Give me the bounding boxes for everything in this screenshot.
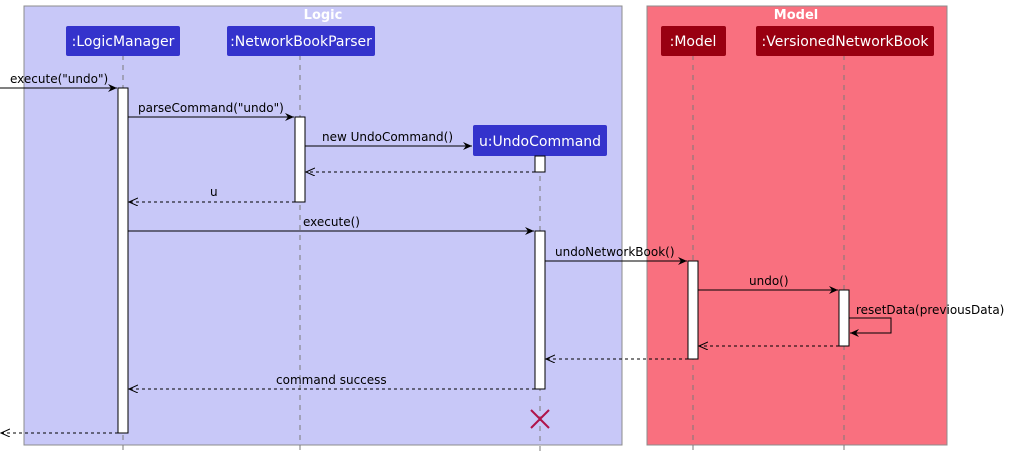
versioned-network-book-participant: :VersionedNetworkBook	[756, 26, 934, 56]
message-undo: undo()	[698, 274, 838, 294]
svg-text:resetData(previousData): resetData(previousData)	[856, 303, 1004, 317]
svg-text:parseCommand("undo"): parseCommand("undo")	[138, 101, 284, 115]
message-new-undo-command: new UndoCommand()	[305, 130, 472, 150]
parser-activation	[294, 116, 306, 203]
model-group: Model	[646, 5, 948, 446]
logic-manager-label: :LogicManager	[72, 34, 175, 50]
return-u: u	[129, 185, 295, 202]
svg-text:new UndoCommand(): new UndoCommand()	[322, 130, 453, 144]
undo-command-participant: u:UndoCommand	[473, 125, 607, 156]
undo-command-execute-activation	[534, 230, 546, 390]
logic-group-title: Logic	[304, 8, 343, 23]
return-command-success: command success	[129, 373, 535, 389]
svg-text:execute("undo"): execute("undo")	[10, 72, 108, 86]
versioned-network-book-label: :VersionedNetworkBook	[762, 34, 930, 50]
model-activation	[687, 260, 699, 360]
svg-text:undo(): undo()	[749, 274, 789, 288]
model-participant: :Model	[661, 26, 726, 56]
svg-text:undoNetworkBook(): undoNetworkBook()	[555, 245, 675, 259]
undo-command-constructor-activation	[534, 155, 546, 173]
logic-manager-participant: :LogicManager	[66, 26, 180, 56]
message-execute-undo: execute("undo")	[0, 72, 117, 92]
message-undo-network-book: undoNetworkBook()	[545, 245, 687, 265]
logic-manager-activation	[117, 87, 129, 434]
undo-command-label: u:UndoCommand	[479, 134, 601, 150]
message-parse-command: parseCommand("undo")	[128, 101, 294, 121]
parser-participant: :NetworkBookParser	[227, 26, 375, 56]
svg-text:u: u	[210, 185, 218, 199]
model-label: :Model	[670, 34, 717, 50]
versioned-network-book-activation	[838, 289, 850, 347]
model-group-title: Model	[774, 8, 818, 23]
svg-text:command success: command success	[276, 373, 387, 387]
message-execute: execute()	[128, 215, 534, 235]
svg-text:execute(): execute()	[303, 215, 360, 229]
parser-label: :NetworkBookParser	[230, 34, 372, 50]
destroy-x-icon	[530, 409, 550, 429]
message-reset-data: resetData(previousData)	[849, 303, 1004, 337]
